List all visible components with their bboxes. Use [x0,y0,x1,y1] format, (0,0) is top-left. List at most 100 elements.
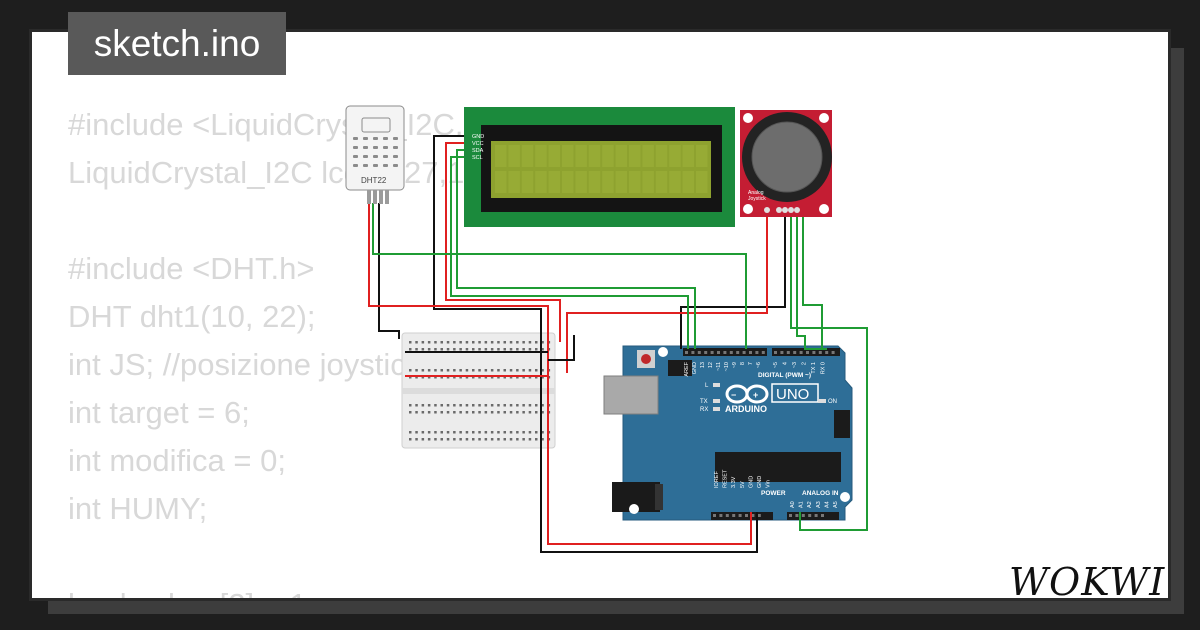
breadboard-hole [516,348,519,351]
breadboard-hole [459,438,462,441]
header-pin [723,351,727,354]
breadboard-hole [528,411,532,414]
analog-pin-label: A3 [816,501,822,508]
sketch-file-tab[interactable]: sketch.ino [68,12,286,75]
header-pin [749,351,752,354]
lcd-cell [682,171,695,193]
breadboard-hole [453,411,456,414]
svg-text:SDA: SDA [472,148,484,154]
breadboard-hole [472,411,475,414]
power-pin-label: IOREF [714,471,720,488]
dht-vent [373,137,378,140]
lcd-cell [562,145,574,167]
code-line: int modifica = 0; [68,443,286,478]
breadboard-hole [446,341,450,344]
breadboard-hole [478,341,481,344]
power-pin-label: 3.3V [731,476,737,488]
code-line: DHT dht1(10, 22); [68,299,316,334]
breadboard-hole [478,431,481,434]
breadboard-hole [409,404,412,407]
breadboard-hole [528,348,532,351]
lcd-cell [655,145,668,167]
breadboard-hole [484,369,488,372]
dht22-sensor[interactable]: DHT22 [345,105,405,204]
joystick-module[interactable]: Analog Joystick [740,110,832,217]
breadboard-hole [528,376,532,379]
breadboard-hole [522,369,525,372]
header-pin [757,514,761,517]
breadboard-hole [440,369,443,372]
joystick-label: Analog [748,190,764,196]
power-pin-label: 5V [740,481,746,488]
lcd-cell [495,145,507,167]
dht-vent [383,164,388,167]
svg-text:−: − [731,390,736,400]
dht-vent [373,164,378,167]
usb-port [603,375,659,415]
digital-pin-label: ~3 [792,362,798,368]
power-label: POWER [761,490,786,497]
arduino-uno[interactable]: − + UNO ARDUINO DIGITAL (PWM ~) ON L TX … [603,345,853,521]
header-pin [704,351,708,354]
breadboard-hole [415,438,418,441]
breadboard-hole [409,369,412,372]
breadboard-hole [446,404,450,407]
breadboard-hole [541,376,544,379]
breadboard-hole [528,431,532,434]
breadboard-hole [427,376,431,379]
breadboard-hole [509,438,513,441]
analog-pin-label: A1 [799,501,805,508]
breadboard-hole [472,431,475,434]
header-pin [751,514,755,517]
breadboard-hole [478,438,481,441]
breadboard-hole [453,369,456,372]
breadboard-hole [541,369,544,372]
breadboard-hole [409,438,412,441]
header-pin [812,351,816,354]
header-pin [736,351,740,354]
header-pin [786,351,790,354]
dht-vent [363,137,368,140]
breadboard-hole [535,404,538,407]
header-pin [710,351,714,354]
breadboard-hole [465,438,469,441]
breadboard-hole [503,369,506,372]
breadboard-hole [465,376,469,379]
breadboard-hole [465,431,469,434]
breadboard-hole [503,431,506,434]
breadboard-hole [509,376,513,379]
header-pin [691,351,695,354]
breadboard-hole [427,411,431,414]
breadboard-hole [497,438,500,441]
power-pin-label: RESET [723,469,729,488]
digital-label: DIGITAL (PWM ~) [758,372,811,379]
dht-vent [353,155,358,158]
breadboard-hole [434,348,437,351]
header-pin [685,351,688,354]
breadboard-hole [497,348,500,351]
breadboard-hole [478,369,481,372]
breadboard-hole [478,404,481,407]
lcd-cell [669,145,681,167]
breadboard-hole [535,431,538,434]
breadboard-hole [490,431,494,434]
breadboard-hole [434,411,437,414]
breadboard-hole [434,438,437,441]
breadboard-hole [409,348,412,351]
breadboard-hole [453,404,456,407]
breadboard-hole [509,404,513,407]
dht-vent [363,164,368,167]
breadboard-hole [478,376,481,379]
breadboard-hole [409,431,412,434]
breadboard-hole [490,438,494,441]
on-label: ON [828,399,837,405]
dht-vent [353,164,358,167]
lcd-cell [588,145,601,167]
breadboard-hole [446,438,450,441]
breadboard-hole [490,376,494,379]
breadboard-hole [459,348,462,351]
breadboard-hole [434,376,437,379]
lcd-display[interactable]: GND VCC SDA SCL [464,107,735,227]
analog-header [787,512,839,520]
power-pin-label: GND [757,476,763,488]
